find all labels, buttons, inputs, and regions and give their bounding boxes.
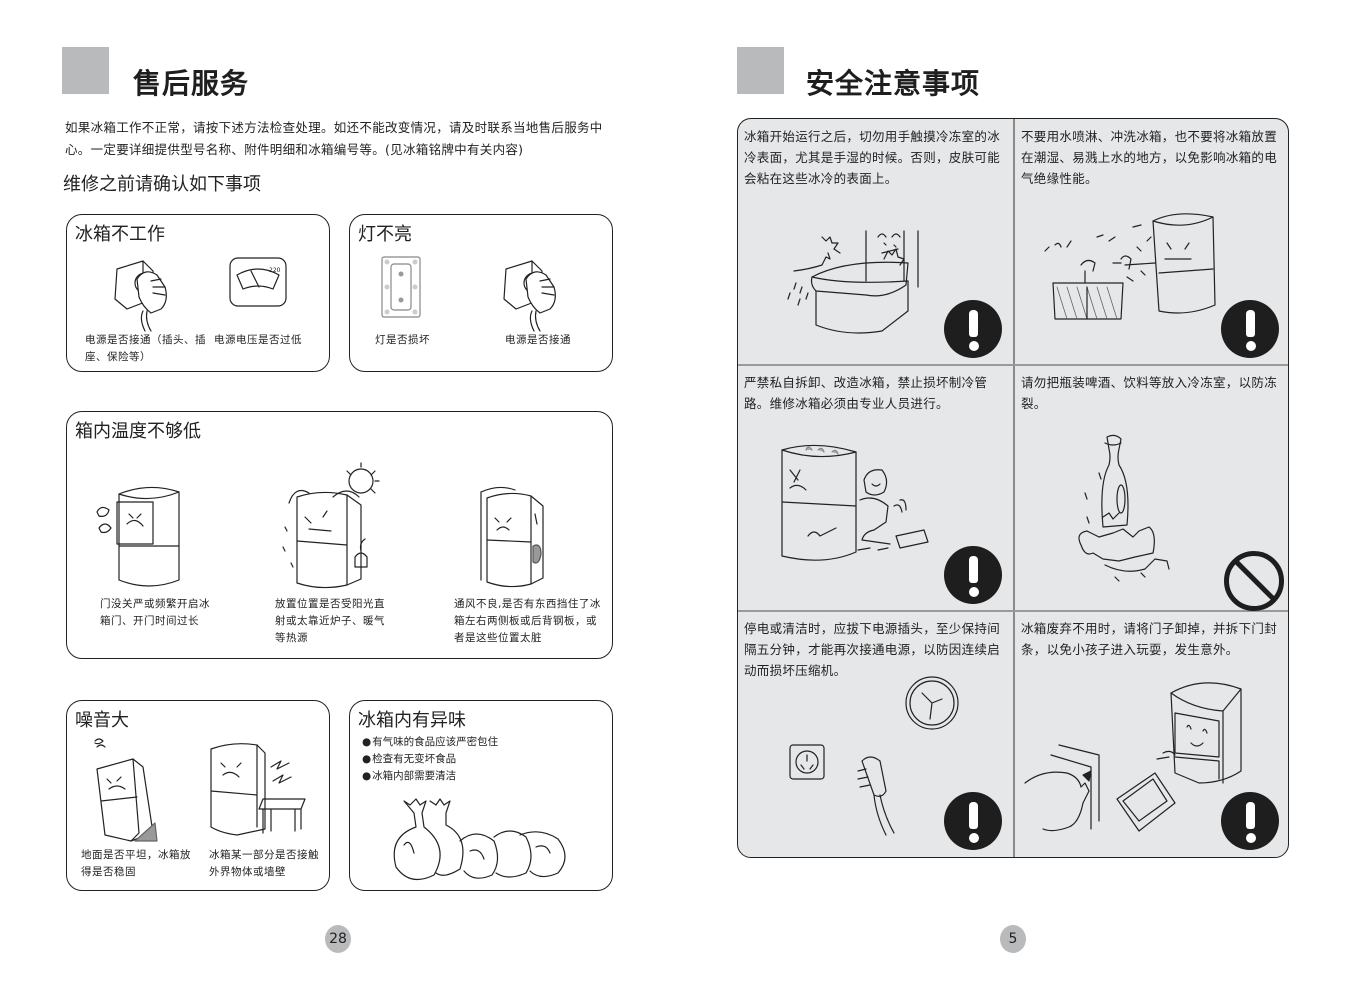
grid-divider — [738, 610, 1288, 612]
section-title: 冰箱内有异味 — [358, 710, 466, 731]
section-not-cold: 箱内温度不够低 门没关严 — [66, 411, 613, 659]
water-splash-fridge-icon — [1044, 213, 1216, 320]
broken-bottles-icon — [1078, 434, 1170, 582]
clock-socket-plug-icon — [789, 676, 959, 836]
section-not-working: 冰箱不工作 220 电源是否接通（插头、插座、保险等） 电源电压是否过低 — [66, 214, 330, 372]
right-page: 安全注意事项 冰箱开始运行之后，切勿用手触摸冷冻室的冰冷表面，尤其是手湿的时候。… — [676, 0, 1352, 992]
section-noise: 噪音大 地面是否平坦，冰箱放得是否稳固 冰箱某一部分是否接触外界物体或墙壁 — [66, 700, 330, 891]
page-title: 售后服务 — [133, 67, 250, 100]
power-plug-socket-icon — [114, 260, 167, 332]
left-page: 售后服务 如果冰箱工作不正常，请按下述方法检查处理。如还不能改变情况，请及时联系… — [0, 0, 676, 992]
safety-item-text: 冰箱开始运行之后，切勿用手触摸冷冻室的冰冷表面，尤其是手湿的时候。否则，皮肤可能… — [744, 129, 1001, 186]
safety-item-text: 请勿把瓶装啤酒、饮料等放入冷冻室，以防冻裂。 — [1021, 375, 1278, 411]
fridge-against-wall-icon — [480, 486, 544, 588]
warning-exclamation-icon — [944, 792, 1002, 850]
page-number: 28 — [325, 925, 351, 953]
person-disassembling-fridge-icon — [781, 444, 929, 561]
safety-item: 严禁私自拆卸、改造冰箱，禁止损坏制冷管路。维修冰箱必须由专业人员进行。 — [738, 365, 1013, 610]
item-caption: 门没关严或频繁开启冰箱门、开门时间过长 — [100, 598, 210, 627]
section-subheading: 维修之前请确认如下事项 — [63, 174, 261, 195]
item-caption: 电源电压是否过低 — [214, 334, 302, 346]
safety-item-text: 不要用水喷淋、冲洗冰箱，也不要将冰箱放置在潮湿、易溅上水的地方，以免影响冰箱的电… — [1021, 129, 1278, 186]
safety-item-text: 严禁私自拆卸、改造冰箱，禁止损坏制冷管路。维修冰箱必须由专业人员进行。 — [744, 375, 988, 411]
item-caption: 放置位置是否受阳光直射或太靠近炉子、暖气等热源 — [275, 598, 385, 644]
page-title: 安全注意事项 — [806, 67, 981, 100]
warning-exclamation-icon — [1221, 300, 1279, 358]
fridge-sun-heat-icon — [282, 462, 380, 589]
intro-paragraph: 如果冰箱工作不正常，请按下述方法检查处理。如还不能改变情况，请及时联系当地售后服… — [65, 120, 603, 157]
grid-divider — [738, 364, 1288, 366]
lamp-cover-icon — [381, 256, 421, 318]
page-number: 5 — [1000, 925, 1026, 953]
bullet-item: 冰箱内部需要清洁 — [362, 768, 498, 785]
section-odor: 冰箱内有异味 有气味的食品应该严密包住 检查有无变坏食品 冰箱内部需要清洁 — [349, 700, 613, 891]
item-caption: 灯是否损坏 — [375, 334, 430, 346]
bullet-item: 有气味的食品应该严密包住 — [362, 734, 498, 751]
svg-text:220: 220 — [269, 267, 281, 274]
safety-item-text: 停电或清洁时，应拔下电源插头，至少保持间隔五分钟，才能再次接通电源，以防因连续启… — [744, 621, 1001, 678]
safety-item: 冰箱废弃不用时，请将门子卸掉，并拆下门封条，以免小孩子进入玩耍，发生意外。 — [1015, 611, 1288, 857]
item-caption: 通风不良,是否有东西挡住了冰箱左右两侧板或后背钢板，或者是这些位置太脏 — [454, 598, 601, 644]
safety-item: 请勿把瓶装啤酒、饮料等放入冷冻室，以防冻裂。 — [1015, 365, 1288, 611]
prohibited-icon — [1224, 551, 1284, 611]
fridge-door-removal-icon — [1024, 682, 1242, 832]
power-plug-socket-icon — [503, 260, 556, 332]
grid-divider — [1013, 119, 1015, 857]
section-light-off: 灯不亮 灯是否损坏 电源是否接通 — [349, 214, 613, 372]
safety-precautions-grid: 冰箱开始运行之后，切勿用手触摸冷冻室的冰冷表面，尤其是手湿的时候。否则，皮肤可能… — [737, 118, 1289, 858]
warning-exclamation-icon — [944, 300, 1002, 358]
title-marker-block — [62, 47, 109, 94]
warning-exclamation-icon — [944, 546, 1002, 604]
voltmeter-icon: 220 — [229, 257, 287, 307]
safety-item: 冰箱开始运行之后，切勿用手触摸冷冻室的冰冷表面，尤其是手湿的时候。否则，皮肤可能… — [738, 119, 1013, 364]
fridge-touching-table-icon — [210, 743, 306, 836]
safety-item: 停电或清洁时，应拔下电源插头，至少保持间隔五分钟，才能再次接通电源，以防因连续启… — [738, 611, 1013, 857]
section-title: 冰箱不工作 — [75, 224, 165, 245]
item-caption: 地面是否平坦，冰箱放得是否稳固 — [81, 849, 191, 878]
item-caption: 冰箱某一部分是否接触外界物体或墙壁 — [209, 849, 319, 878]
safety-item-text: 冰箱废弃不用时，请将门子卸掉，并拆下门封条，以免小孩子进入玩耍，发生意外。 — [1021, 621, 1278, 657]
warning-exclamation-icon — [1221, 792, 1279, 850]
odor-bullet-list: 有气味的食品应该严密包住 检查有无变坏食品 冰箱内部需要清洁 — [362, 734, 498, 785]
fridge-tilted-icon — [94, 738, 158, 842]
wrapped-food-bags-icon — [393, 798, 566, 881]
safety-item: 不要用水喷淋、冲洗冰箱，也不要将冰箱放置在潮湿、易溅上水的地方，以免影响冰箱的电… — [1015, 119, 1288, 364]
wet-hands-freezer-icon — [787, 230, 919, 334]
section-title: 箱内温度不够低 — [75, 421, 201, 442]
section-title: 噪音大 — [75, 710, 129, 731]
title-marker-block — [737, 47, 784, 94]
item-caption: 电源是否接通 — [505, 334, 571, 346]
fridge-door-open-icon — [96, 486, 180, 587]
bullet-item: 检查有无变坏食品 — [362, 751, 498, 768]
section-title: 灯不亮 — [358, 224, 412, 245]
item-caption: 电源是否接通（插头、插座、保险等） — [85, 334, 206, 363]
